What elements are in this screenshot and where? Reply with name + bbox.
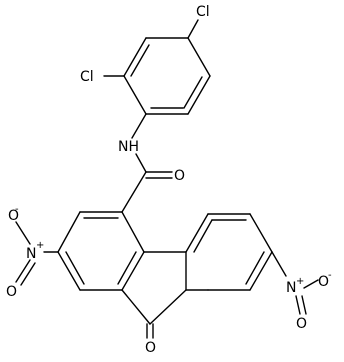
bond-nitro-left-o2: [15, 259, 31, 283]
bond-nitro-right-o1: [303, 279, 319, 289]
atom-ketone-o: O: [145, 340, 156, 356]
charge-nitro-right-o-minus: -: [328, 270, 332, 281]
bond-nitro-left-o1: [15, 221, 31, 245]
atom-nitro-left-n: N: [26, 246, 36, 262]
atom-amide-nh: NH: [118, 139, 139, 155]
bond-aryl-nh: [131, 113, 147, 139]
bond-nitro-left-o2-double: [20, 262, 36, 286]
atom-nitro-right-n: N: [286, 280, 296, 296]
bond-nh-carbonyl: [135, 153, 147, 173]
bond-nitro-right-o2-double: [301, 295, 307, 315]
atom-nitro-left-o-minus: O: [8, 208, 19, 224]
bond-nitro-right: [271, 251, 287, 277]
atom-nitro-right-o-minus: O: [318, 274, 329, 290]
bond-c-cl-top: [187, 19, 199, 39]
atom-cl-ortho: Cl: [80, 69, 94, 85]
atom-amide-o: O: [174, 168, 185, 184]
atom-nitro-right-o-double: O: [296, 316, 307, 332]
fluorenone-left-ring: [57, 211, 145, 291]
fluorenone-center-ring: [121, 251, 187, 325]
fluorenone-right-ring: [185, 213, 273, 291]
bond-nitro-right-o2: [295, 295, 301, 315]
bond-carbonyl-ring: [121, 171, 147, 213]
atom-cl-top: Cl: [196, 4, 210, 20]
atom-nitro-left-o-double: O: [6, 284, 17, 300]
charge-nitro-right-n: +: [296, 276, 304, 287]
charge-nitro-left-n: +: [36, 240, 44, 251]
dichlorophenyl-ring: [123, 37, 211, 115]
charge-nitro-left-o-minus: -: [15, 204, 19, 215]
